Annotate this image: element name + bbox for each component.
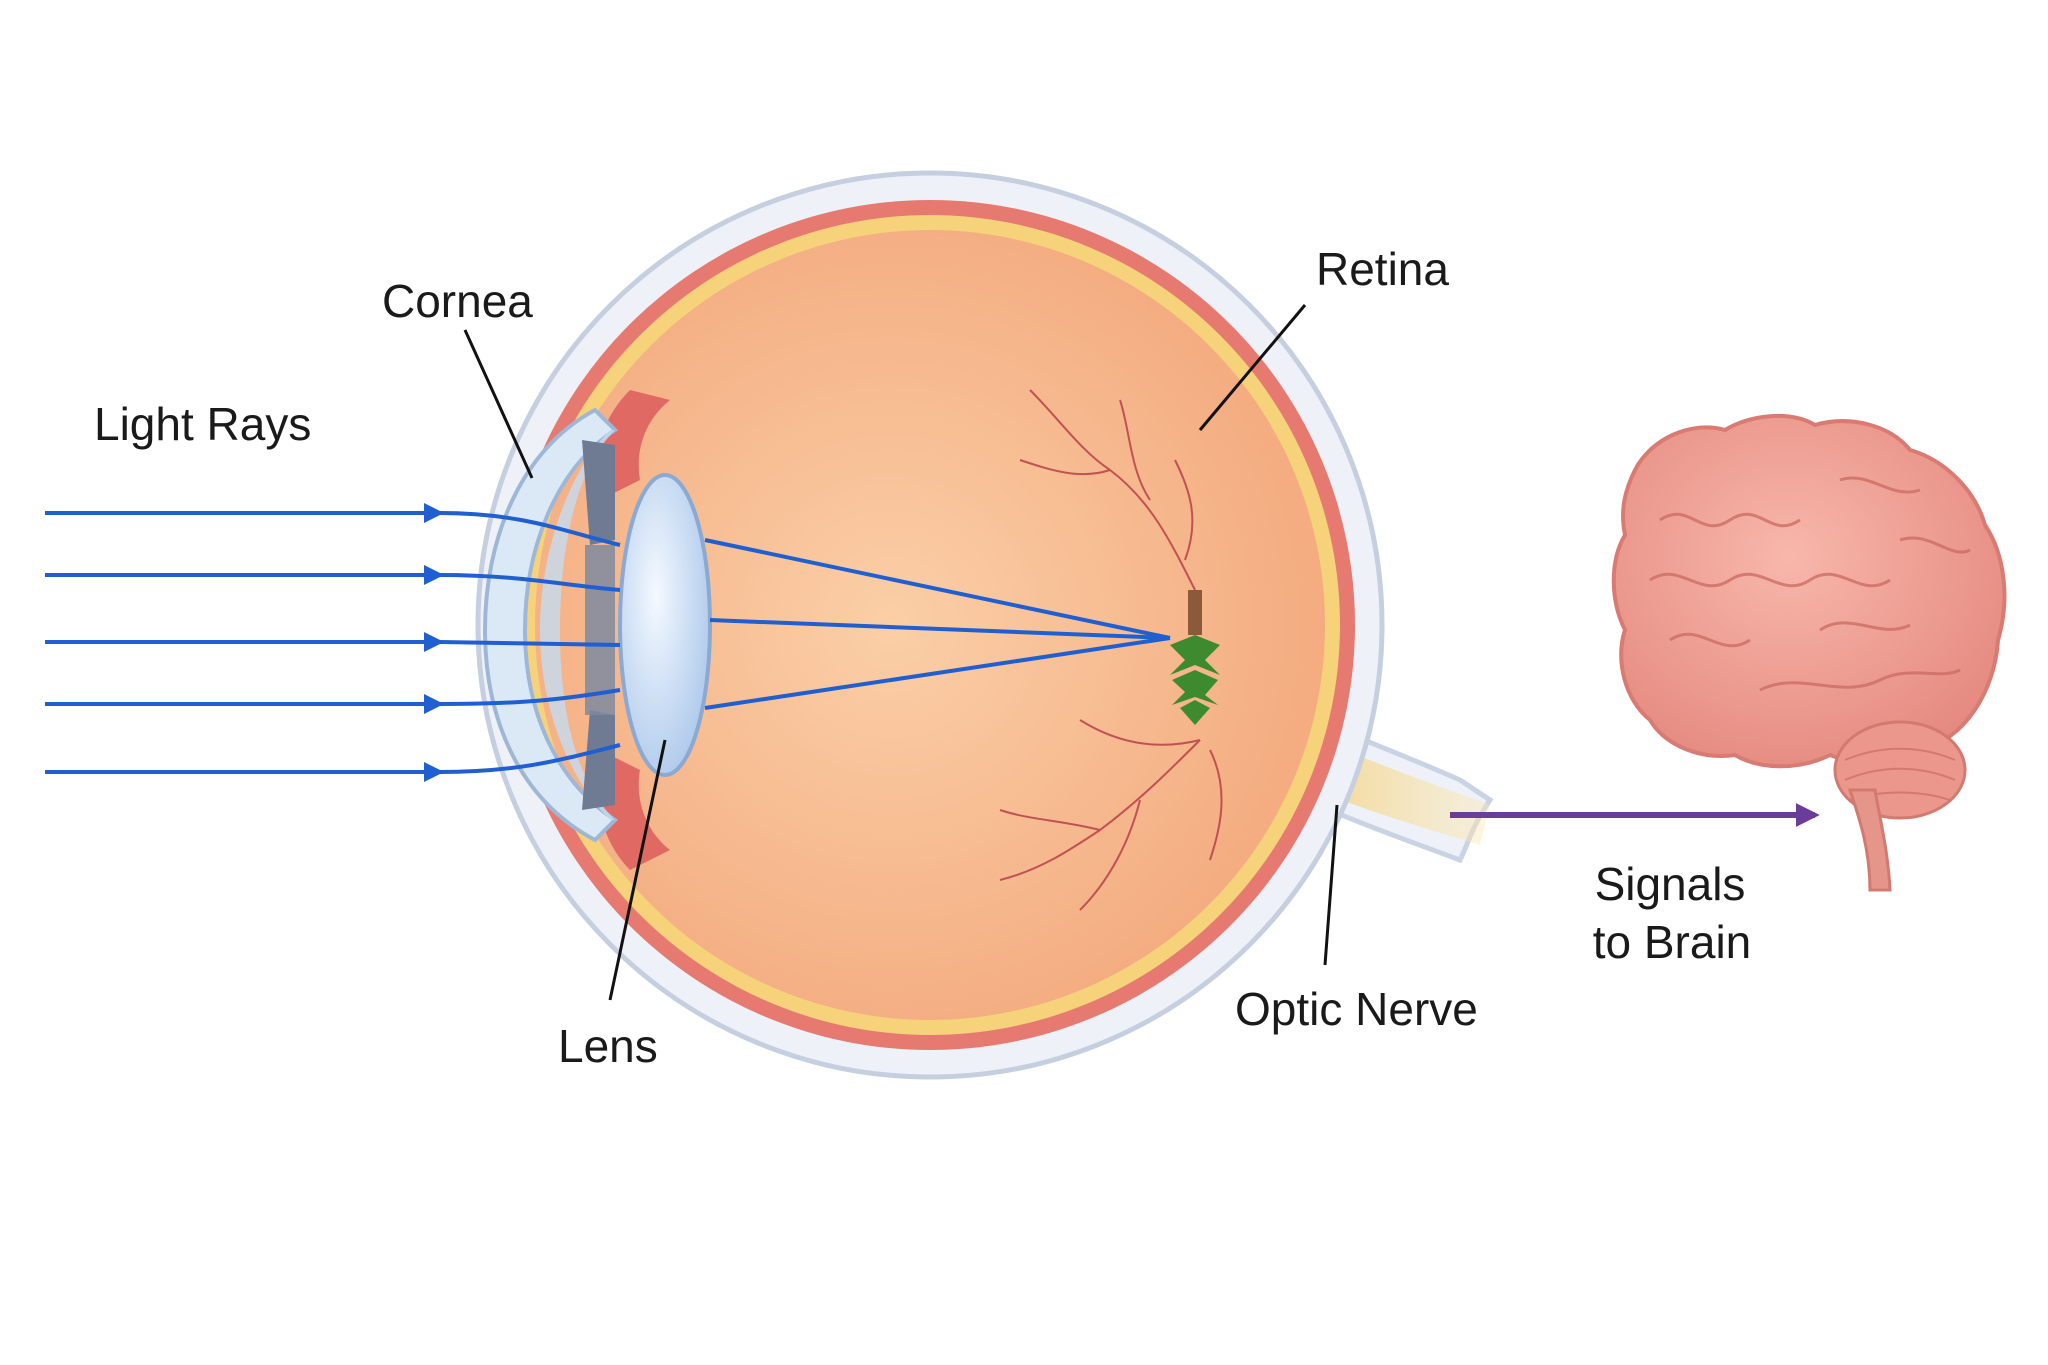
lens-leader-line (608, 739, 667, 1001)
focused-image (1170, 590, 1220, 725)
brain (1611, 413, 2007, 892)
lens (618, 473, 712, 777)
brainstem (1847, 788, 1892, 892)
iris (582, 440, 615, 810)
optic-nerve-label: Optic Nerve (1235, 983, 1478, 1035)
retina-leader-line (1198, 304, 1307, 431)
retina-label: Retina (1316, 243, 1449, 295)
light-rays-label: Light Rays (94, 398, 311, 450)
cornea-label: Cornea (382, 275, 533, 327)
signals-label-line2: to Brain (1593, 916, 1752, 968)
cornea-leader-line (463, 329, 534, 479)
optic-nerve-leader-line (1323, 804, 1339, 966)
retinal-blood-vessels (999, 389, 1223, 911)
signals-label-line1: Signals (1595, 858, 1746, 910)
lens-label: Lens (558, 1020, 658, 1072)
light-rays (45, 503, 1171, 782)
